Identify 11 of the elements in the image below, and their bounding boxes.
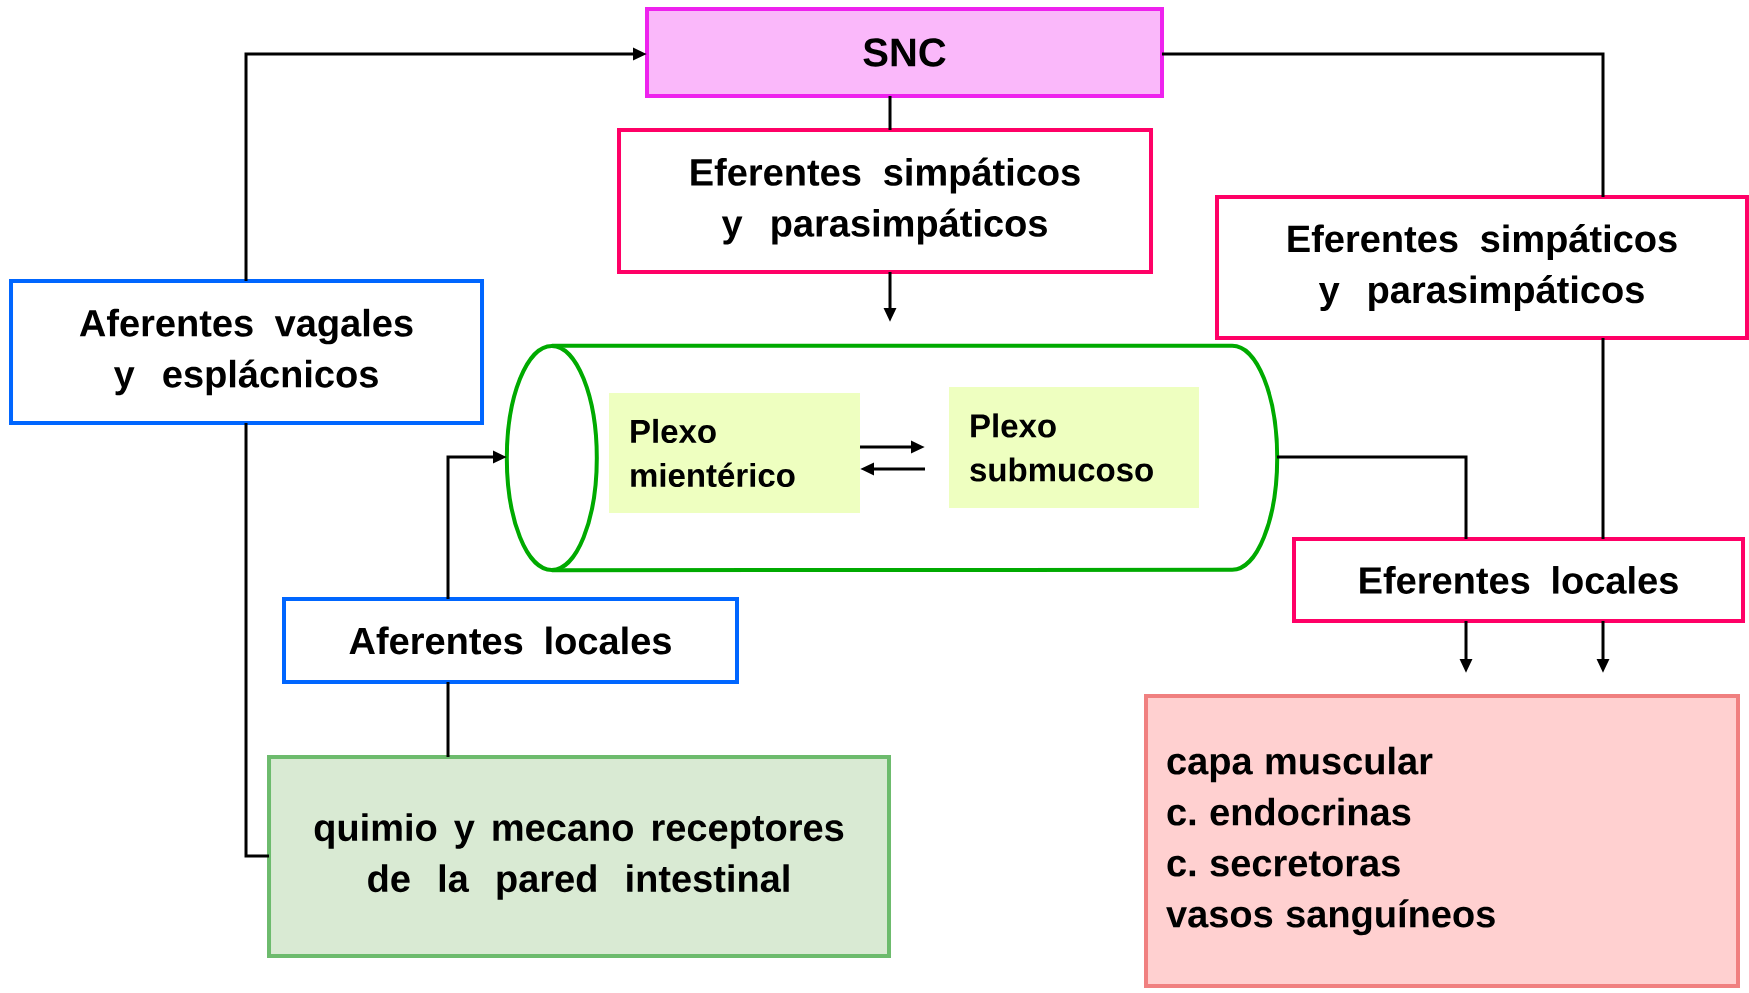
label-box: Aferentes locales (282, 597, 739, 684)
receptor-box: quimio y mecano receptores de la pared intestinal (267, 755, 891, 958)
label-box: Eferentes locales (1292, 537, 1745, 623)
plexus-box: Plexo mientérico (609, 393, 860, 513)
label-box: Eferentes simpáticos y parasimpáticos (1215, 195, 1749, 340)
label-box: Eferentes simpáticos y parasimpáticos (617, 128, 1153, 274)
plexus-box: Plexo submucoso (949, 387, 1199, 508)
intestine-cylinder (504, 343, 1280, 573)
label-box: Aferentes vagales y esplácnicos (9, 279, 484, 425)
process-box: SNC (645, 7, 1164, 98)
target-box: capa muscular c. endocrinas c. secretoras vasos sanguíneos (1144, 694, 1740, 988)
